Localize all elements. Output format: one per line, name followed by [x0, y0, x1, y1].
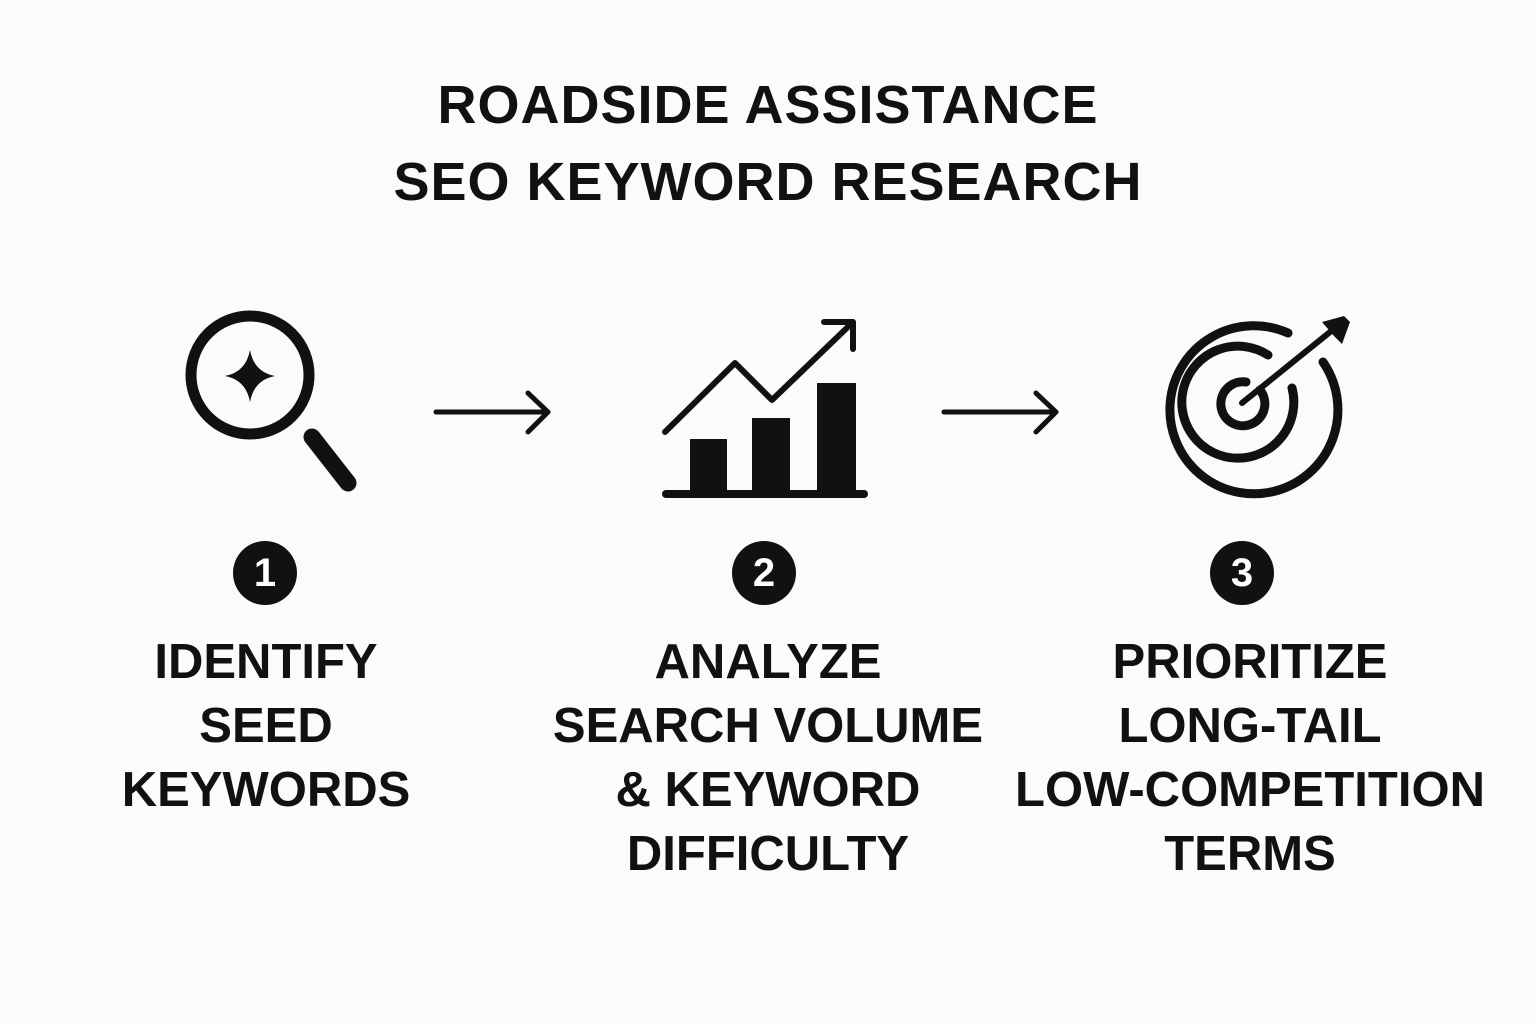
step-1-label: IDENTIFY SEED KEYWORDS: [16, 630, 516, 822]
step-3-label-line: TERMS: [1164, 827, 1336, 881]
step-1-badge: 1: [233, 541, 297, 605]
step-3-label-line: PRIORITIZE: [1112, 635, 1388, 689]
step-2-label-line: DIFFICULTY: [626, 827, 910, 881]
magnifier-sparkle-icon: [185, 310, 357, 492]
step-2-label-line: SEARCH VOLUME: [552, 699, 984, 753]
title-line-1: ROADSIDE ASSISTANCE: [437, 75, 1099, 135]
arrow-right-icon: [433, 390, 551, 435]
step-1-label-line: SEED: [199, 699, 333, 753]
target-arrow-icon: [1165, 316, 1350, 499]
step-3-label: PRIORITIZE LONG-TAIL LOW-COMPETITION TER…: [1000, 630, 1500, 886]
step-2-label: ANALYZE SEARCH VOLUME & KEYWORD DIFFICUL…: [518, 630, 1018, 886]
step-1-label-line: IDENTIFY: [154, 635, 378, 689]
step-2-badge: 2: [732, 541, 796, 605]
step-3-badge: 3: [1210, 541, 1274, 605]
step-2-label-line: ANALYZE: [654, 635, 882, 689]
title-line-2: SEO KEYWORD RESEARCH: [393, 152, 1143, 212]
arrow-right-icon: [941, 390, 1059, 435]
step-1-label-line: KEYWORDS: [121, 763, 411, 817]
growth-chart-icon: [662, 319, 868, 498]
step-2-label-line: & KEYWORD: [615, 763, 921, 817]
step-3-label-line: LOW-COMPETITION: [1015, 763, 1485, 817]
step-3-label-line: LONG-TAIL: [1118, 699, 1382, 753]
